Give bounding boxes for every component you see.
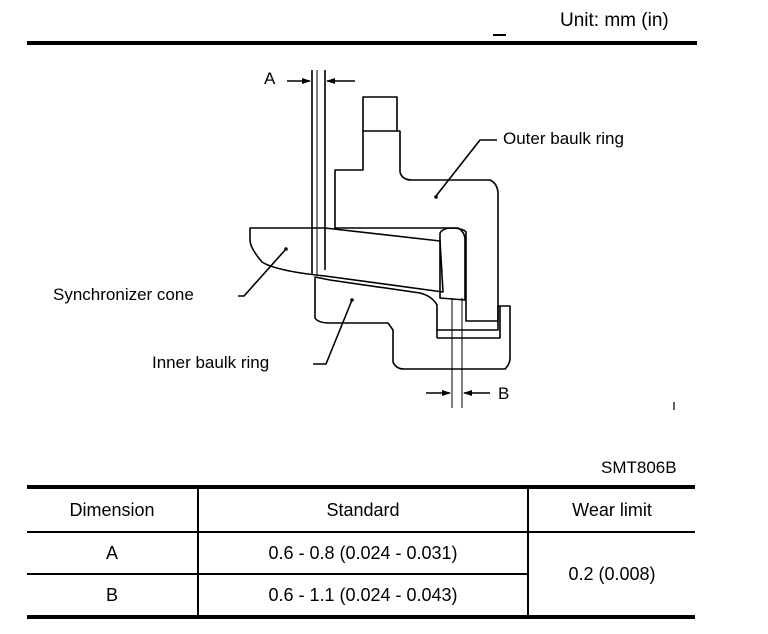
header-dimension: Dimension	[27, 485, 198, 533]
synchronizer-cone-leader-dot	[284, 247, 288, 251]
row-a-dimension: A	[27, 532, 198, 575]
small-tick-mark	[493, 34, 506, 36]
dimension-a-arrowhead-left	[302, 78, 311, 84]
dimension-a-arrowhead-right	[326, 78, 335, 84]
table-row: A 0.6 - 0.8 (0.024 - 0.031) 0.2 (0.008)	[27, 532, 695, 619]
outer-baulk-ring-shape	[334, 96, 499, 322]
dimension-b-arrowhead-right	[463, 390, 472, 396]
dimension-b-arrowhead-left	[442, 390, 451, 396]
inner-baulk-ring-inner-edge	[437, 306, 501, 339]
inner-baulk-ring-leader-dot	[350, 298, 354, 302]
row-b-standard: 0.6 - 1.1 (0.024 - 0.043)	[197, 574, 528, 619]
header-standard: Standard	[197, 485, 528, 533]
outer-baulk-ring-leader	[435, 139, 497, 197]
synchronizer-cone-lip	[439, 227, 466, 301]
synchronizer-cone-leader	[238, 248, 287, 297]
table-row: B 0.6 - 1.1 (0.024 - 0.043)	[27, 574, 695, 619]
top-rule	[27, 41, 697, 45]
specification-table: Dimension Standard Wear limit A 0.6 - 0.…	[27, 485, 695, 619]
label-dimension-a: A	[264, 69, 276, 88]
label-outer-baulk-ring: Outer baulk ring	[503, 129, 624, 148]
synchronizer-cone-shape	[249, 227, 444, 293]
table-header-row: Dimension Standard Wear limit	[27, 485, 695, 533]
row-a-standard: 0.6 - 0.8 (0.024 - 0.031)	[197, 532, 528, 575]
label-inner-baulk-ring: Inner baulk ring	[152, 353, 270, 372]
figure-code: SMT806B	[601, 458, 677, 477]
wear-limit-value: 0.2 (0.008)	[527, 532, 695, 619]
label-dimension-b: B	[498, 384, 510, 403]
unit-label: Unit: mm (in)	[560, 10, 669, 31]
row-b-dimension: B	[27, 574, 198, 619]
label-synchronizer-cone: Synchronizer cone	[53, 285, 194, 304]
inner-baulk-ring-shape	[314, 276, 511, 370]
header-wear-limit: Wear limit	[527, 485, 695, 533]
inner-baulk-ring-leader	[313, 299, 353, 365]
outer-baulk-ring-leader-dot	[434, 195, 438, 199]
